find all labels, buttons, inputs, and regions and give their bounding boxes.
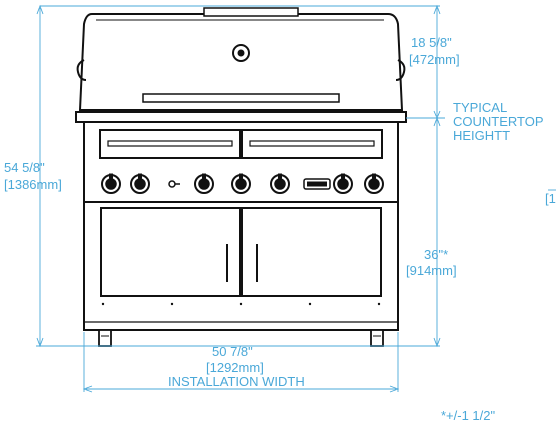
control-knobs (101, 173, 384, 194)
control-knob-icon (333, 173, 353, 194)
installation-width-label: INSTALLATION WIDTH (168, 374, 305, 389)
countertop-label-line2: COUNTERTOP (453, 114, 544, 129)
hood-left-cap (76, 59, 87, 81)
control-knob-icon (101, 173, 121, 194)
control-knob-icon (194, 173, 214, 194)
drip-tray-right (241, 129, 383, 159)
foot-right (370, 329, 384, 347)
brand-badge-inner (307, 181, 327, 187)
drip-tray-right-slot (249, 140, 375, 147)
grill-hood (78, 13, 404, 111)
countertop-height-metric: [914mm] (406, 263, 457, 278)
ignition-button-icon (168, 180, 180, 188)
overall-height-metric: [1386mm] (4, 177, 62, 192)
hood-handle (142, 93, 340, 103)
control-knob-icon (270, 173, 290, 194)
grill-outline (75, 7, 407, 347)
side-fragment: [1 (545, 191, 556, 206)
hood-height-metric: [472mm] (409, 52, 460, 67)
hood-height-imperial: 18 5/8" (411, 35, 452, 50)
thermometer-icon (232, 44, 250, 62)
drip-tray-left (99, 129, 241, 159)
width-imperial: 50 7/8" (212, 344, 253, 359)
brand-badge (303, 178, 331, 190)
foot-left (98, 329, 112, 347)
overall-height-imperial: 54 5/8" (4, 160, 45, 175)
tolerance-footnote: *+/-1 1/2" (441, 408, 496, 423)
cabinet-screws (101, 302, 381, 306)
hood-right-cap (395, 59, 406, 81)
dimension-labels: 54 5/8" [1386mm] 18 5/8" [472mm] TYPICAL… (4, 35, 556, 423)
countertop-label-line1: TYPICAL (453, 100, 507, 115)
countertop-lip (75, 111, 407, 123)
cabinet-frame (83, 201, 399, 331)
cabinet-door-left (100, 207, 241, 297)
drip-tray-left-slot (107, 140, 233, 147)
countertop-label-line3: HEIGHTT (453, 128, 510, 143)
top-vent (203, 7, 299, 17)
countertop-height-imperial: 36"* (424, 247, 448, 262)
width-metric: [1292mm] (206, 360, 264, 375)
control-knob-icon (130, 173, 150, 194)
control-knob-icon (364, 173, 384, 194)
control-knob-icon (231, 173, 251, 194)
dimension-lines (36, 4, 556, 393)
cabinet-door-right (241, 207, 382, 297)
